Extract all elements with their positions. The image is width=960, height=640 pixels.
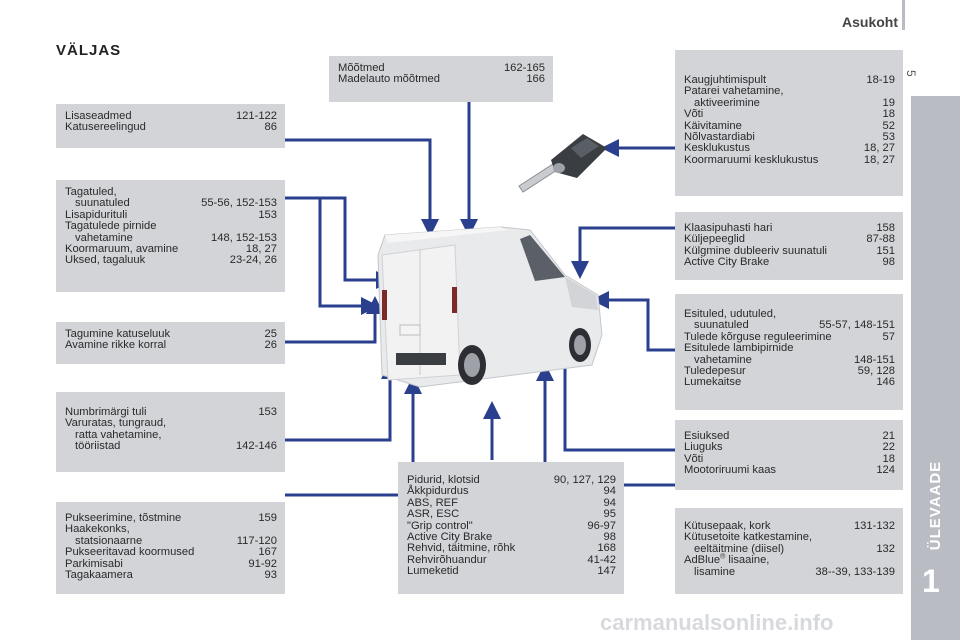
list-item: eeltäitmine (diisel)132 [694,542,895,555]
watermark: carmanualsonline.info [600,610,834,635]
page-header-title: Asukoht [842,14,898,30]
chapter-side-tab [911,96,960,640]
arrow-mirrors [571,226,675,279]
list-item: AdBlue® lisaaine, [684,553,770,567]
list-item: Haakekonks, [65,523,130,536]
header-divider [902,0,905,30]
arrow-rear-lights-b [285,196,394,289]
van-illustration [377,226,603,388]
arrow-headlights [591,291,675,352]
section-title: VÄLJAS [56,42,122,59]
list-item: Esituled, udutuled, [684,308,777,320]
list-item: Varuratas, tungraud, [65,417,167,430]
list-item: Kütusetoite katkestamine, [684,531,813,544]
arrow-roof-bars [285,138,439,237]
list-item: Esitulede lambipirnide [684,342,794,355]
arrow-rear-hatch [285,296,384,344]
arrow-number-plate [285,361,399,442]
key-icon [518,134,607,193]
arrow-rear-lights-a [285,196,379,315]
list-item: ratta vahetamine, [75,428,162,441]
chapter-number: 1 [922,563,940,599]
list-item: "Grip control"96-97 [407,519,616,532]
list-item: Tagatuled, [65,186,117,198]
list-item: Patarei vahetamine, [684,85,784,98]
list-item: Tagatulede pirnide [65,220,157,233]
